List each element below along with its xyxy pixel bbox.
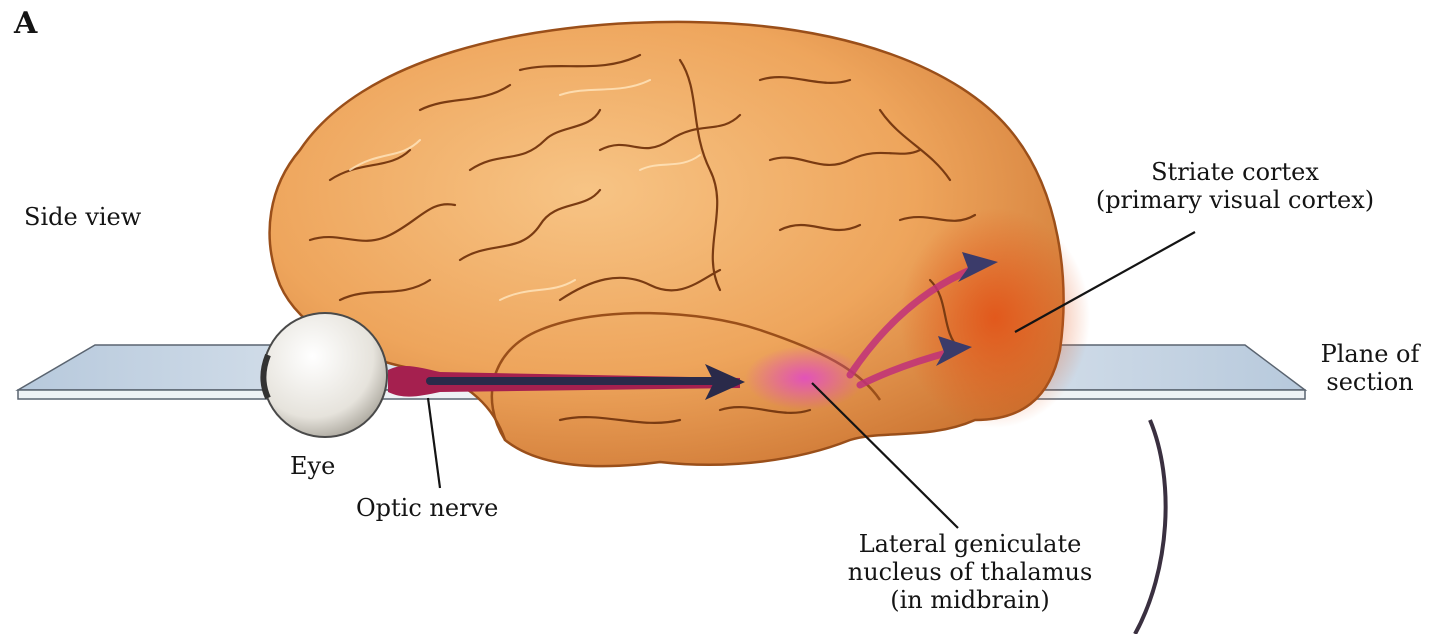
plane-line-2: section bbox=[1300, 368, 1440, 396]
striate-cortex-label: Striate cortex (primary visual cortex) bbox=[1055, 158, 1415, 214]
section-curve bbox=[1135, 420, 1166, 634]
lgn-line-1: Lateral geniculate bbox=[820, 530, 1120, 558]
side-view-label: Side view bbox=[24, 203, 141, 231]
lateral-geniculate-region bbox=[745, 346, 865, 410]
lgn-label: Lateral geniculate nucleus of thalamus (… bbox=[820, 530, 1120, 614]
plane-of-section-label: Plane of section bbox=[1300, 340, 1440, 396]
lgn-line-3: (in midbrain) bbox=[820, 586, 1120, 614]
striate-cortex-region bbox=[900, 208, 1090, 428]
striate-cortex-line-1: Striate cortex bbox=[1055, 158, 1415, 186]
plane-line-1: Plane of bbox=[1300, 340, 1440, 368]
panel-letter: A bbox=[14, 10, 37, 38]
eye-label: Eye bbox=[290, 452, 335, 480]
optic-nerve-label: Optic nerve bbox=[356, 494, 498, 522]
striate-cortex-line-2: (primary visual cortex) bbox=[1055, 186, 1415, 214]
eye bbox=[263, 313, 387, 437]
lgn-line-2: nucleus of thalamus bbox=[820, 558, 1120, 586]
